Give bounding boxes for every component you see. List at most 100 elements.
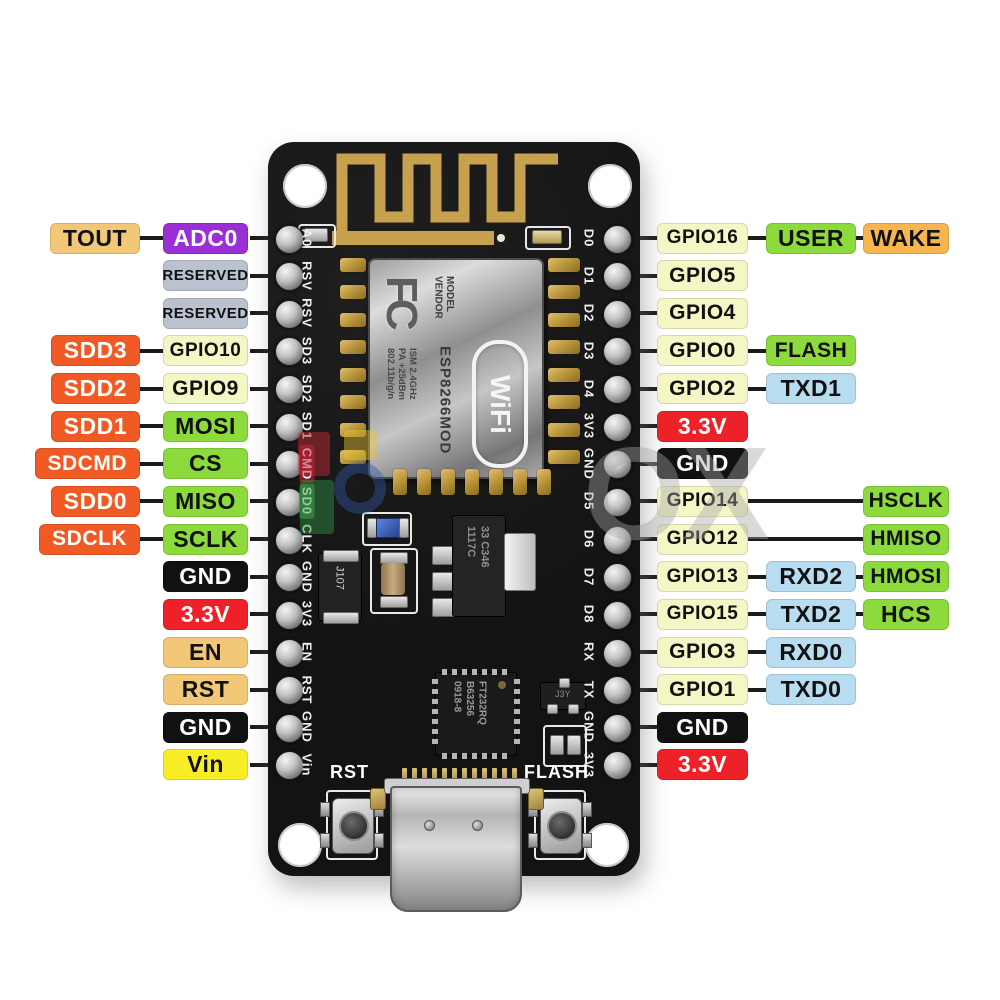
pin-label-sdcmd: SDCMD (34, 448, 140, 480)
header-pin[interactable] (602, 676, 632, 706)
module-pad (548, 395, 580, 410)
pin-label-rxd2: RXD2 (766, 561, 856, 593)
silkscreen-tx: TX (581, 680, 597, 699)
pin-label-flash: FLASH (766, 335, 856, 367)
header-pin[interactable] (602, 224, 632, 254)
silkscreen-gnd: GND (581, 711, 597, 744)
header-pin[interactable] (602, 600, 632, 630)
header-pin[interactable] (602, 751, 632, 781)
usb-c-connector[interactable] (390, 786, 522, 912)
silkscreen-rsv: RSV (299, 260, 315, 291)
silkscreen-a0: A0 (299, 228, 315, 248)
silkscreen-d3: D3 (581, 341, 597, 361)
pin-label-txd2: TXD2 (766, 598, 856, 630)
connector-line (620, 236, 662, 240)
connector-line (620, 725, 662, 730)
connector-line (744, 687, 772, 692)
silkscreen-rst: RST (299, 675, 315, 705)
silkscreen-cmd: CMD (299, 444, 315, 484)
pin-label-gpio15: GPIO15 (657, 598, 748, 630)
pin-label-gpio10: GPIO10 (163, 335, 248, 367)
pin-label-rxd0: RXD0 (766, 636, 856, 668)
pin-label-gpio13: GPIO13 (657, 561, 748, 593)
pin-label-gpio5: GPIO5 (657, 260, 748, 292)
module-pad (548, 258, 580, 272)
pin-label-tout: TOUT (49, 222, 140, 254)
pin-label-sdclk: SDCLK (39, 523, 140, 555)
pin-label-txd1: TXD1 (766, 373, 856, 405)
pin-label-gpio0: GPIO0 (657, 335, 748, 367)
silkscreen-d8: D8 (581, 605, 597, 624)
header-pin[interactable] (274, 375, 304, 405)
connector-line (620, 762, 662, 767)
header-pin[interactable] (602, 375, 632, 405)
connector-line (620, 537, 662, 542)
usb-pin (402, 768, 407, 783)
module-pad (340, 258, 366, 272)
header-pin[interactable] (274, 713, 304, 743)
module-pad (340, 312, 366, 327)
header-pin[interactable] (602, 337, 632, 367)
usb-pin (492, 768, 497, 783)
header-pin[interactable] (602, 563, 632, 593)
connector-line (130, 348, 168, 353)
header-pin[interactable] (602, 487, 632, 517)
header-pin[interactable] (602, 412, 632, 442)
connector-line (130, 236, 168, 240)
header-pin[interactable] (602, 638, 632, 668)
usb-pin (432, 768, 437, 783)
module-pad (548, 340, 580, 355)
wifi-logo: WiFi (472, 340, 528, 468)
header-pin[interactable] (602, 713, 632, 743)
pin-label-hcs: HCS (863, 598, 949, 630)
connector-line (744, 236, 772, 240)
pin-label-user: USER (766, 222, 856, 254)
connector-line (744, 574, 772, 579)
connector-line (620, 574, 662, 579)
pin-label-txd0: TXD0 (766, 674, 856, 706)
header-pin[interactable] (274, 751, 304, 781)
pin-label-gnd: GND (657, 711, 748, 743)
usb-pin (412, 768, 417, 783)
header-pin[interactable] (274, 299, 304, 329)
silkscreen-sd2: SD2 (299, 374, 315, 403)
usb-uart-chip: 0918-8 B63256 FT232RQ (432, 669, 520, 759)
header-pin[interactable] (274, 412, 304, 442)
connector-line (130, 537, 168, 542)
pin-label-gpio16: GPIO16 (657, 222, 748, 254)
pin-label-gpio14: GPIO14 (657, 485, 748, 517)
module-pad (340, 450, 366, 464)
connector-line (620, 687, 662, 692)
header-pin[interactable] (274, 563, 304, 593)
module-part-number: ESP8266MOD (436, 346, 454, 455)
header-pin[interactable] (274, 525, 304, 555)
header-pin[interactable] (602, 525, 632, 555)
header-pin[interactable] (274, 638, 304, 668)
pin-label-sdd2: SDD2 (50, 373, 140, 405)
usb-pin (452, 768, 457, 783)
led-lens (376, 518, 400, 538)
header-pin[interactable] (602, 262, 632, 292)
module-pad (340, 395, 366, 410)
capacitor (370, 548, 418, 614)
connector-line (850, 236, 868, 240)
header-pin[interactable] (602, 450, 632, 480)
pin-label-gnd: GND (163, 711, 248, 743)
pin-label-reserved: RESERVED (162, 260, 248, 292)
flash-button[interactable] (528, 790, 592, 860)
fcc-logo: FC (377, 276, 426, 327)
module-pad (548, 312, 580, 327)
header-pin[interactable] (274, 676, 304, 706)
regulator-tab (504, 533, 536, 591)
module-pad (340, 367, 366, 382)
connector-line (850, 574, 868, 579)
header-pin[interactable] (602, 299, 632, 329)
module-pad (465, 469, 479, 495)
header-pin[interactable] (274, 262, 304, 292)
connector-line (620, 650, 662, 655)
pin-label-3.3v: 3.3V (657, 749, 748, 781)
header-pin[interactable] (274, 224, 304, 254)
usb-mount-tab (370, 788, 386, 810)
header-pin[interactable] (274, 337, 304, 367)
header-pin[interactable] (274, 600, 304, 630)
